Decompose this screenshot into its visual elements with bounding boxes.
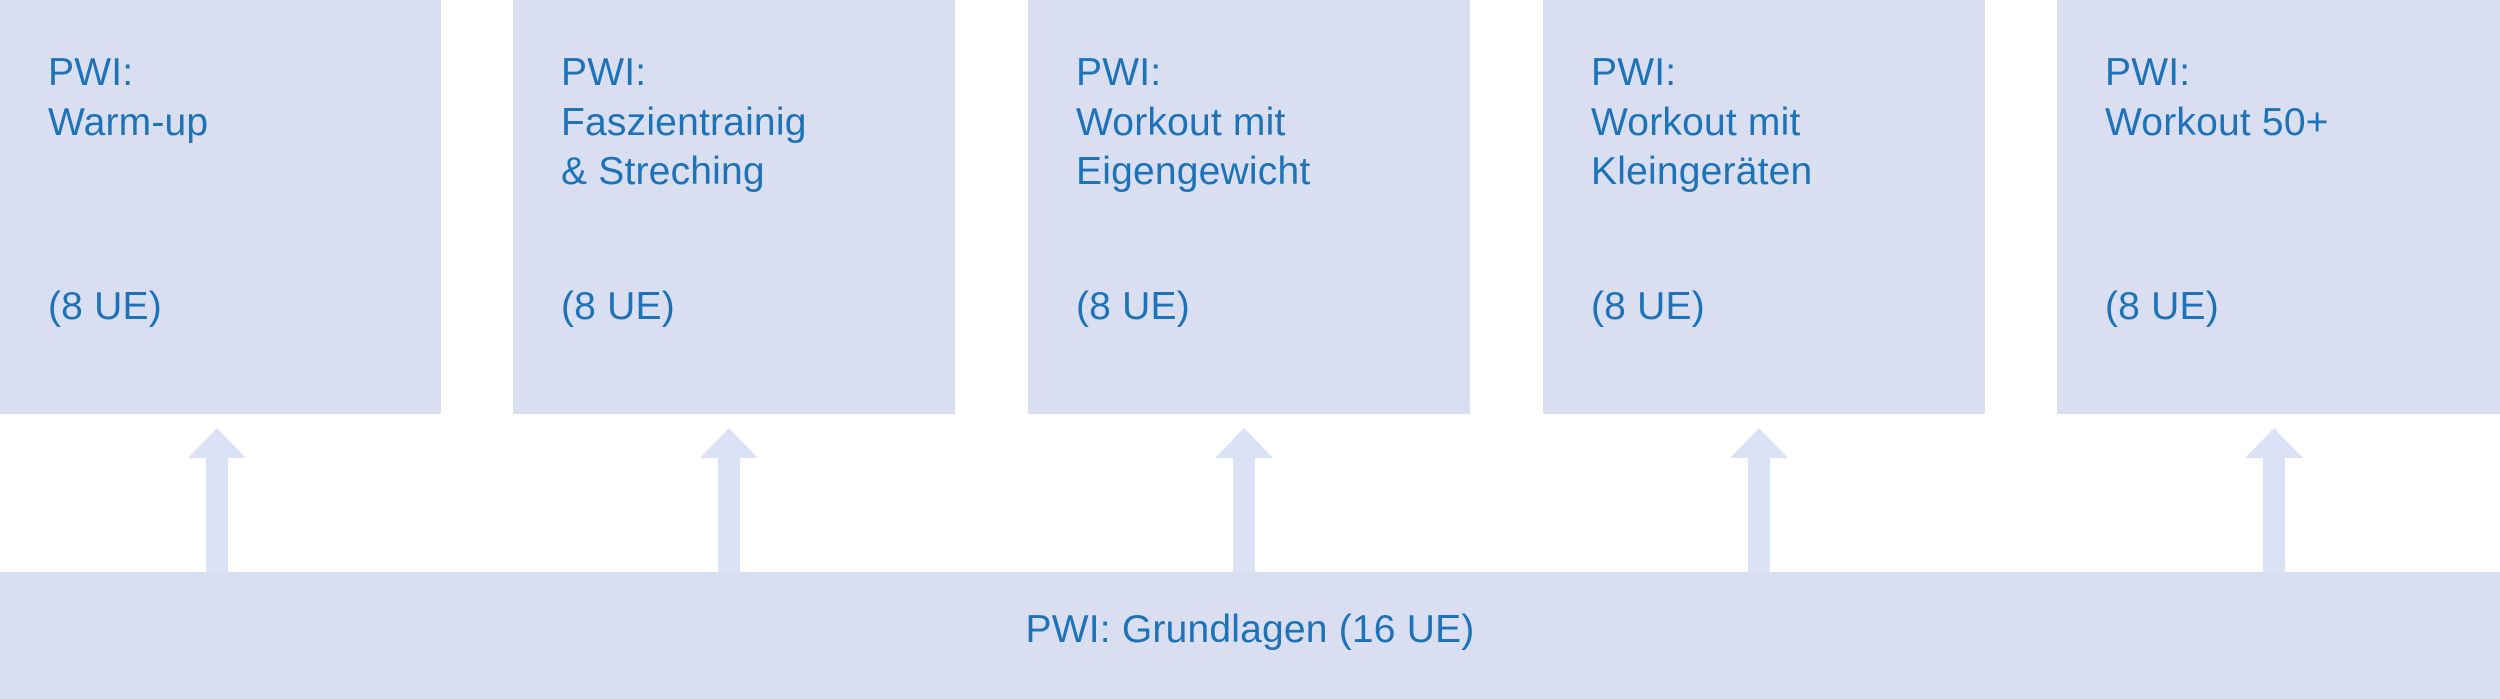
base-module-label: PWI: Grundlagen (16 UE) (1025, 608, 1475, 651)
arrow-up-icon-4 (1730, 428, 1788, 576)
module-units: (8 UE) (1591, 285, 1705, 328)
arrow-up-icon-2 (700, 428, 758, 576)
module-units: (8 UE) (2105, 285, 2219, 328)
module-box-workout-kleingeraeten[interactable]: PWI: Workout mit Kleingeräten (8 UE) (1543, 0, 1985, 414)
module-units: (8 UE) (561, 285, 675, 328)
module-units: (8 UE) (48, 285, 162, 328)
module-title: PWI: Faszientrainig & Streching (561, 51, 807, 194)
module-title: PWI: Warm-up (48, 51, 209, 144)
module-box-workout-50plus[interactable]: PWI: Workout 50+ (8 UE) (2057, 0, 2500, 414)
base-module-bar[interactable]: PWI: Grundlagen (16 UE) (0, 572, 2500, 699)
arrow-up-icon-3 (1215, 428, 1273, 576)
module-title: PWI: Workout mit Kleingeräten (1591, 51, 1813, 194)
module-units: (8 UE) (1076, 285, 1190, 328)
module-box-workout-eigengewicht[interactable]: PWI: Workout mit Eigengewicht (8 UE) (1028, 0, 1470, 414)
module-title: PWI: Workout 50+ (2105, 51, 2329, 144)
arrow-up-icon-1 (188, 428, 246, 576)
module-title: PWI: Workout mit Eigengewicht (1076, 51, 1311, 194)
arrow-up-icon-5 (2245, 428, 2303, 576)
module-box-warm-up[interactable]: PWI: Warm-up (8 UE) (0, 0, 441, 414)
module-box-faszientraining[interactable]: PWI: Faszientrainig & Streching (8 UE) (513, 0, 955, 414)
